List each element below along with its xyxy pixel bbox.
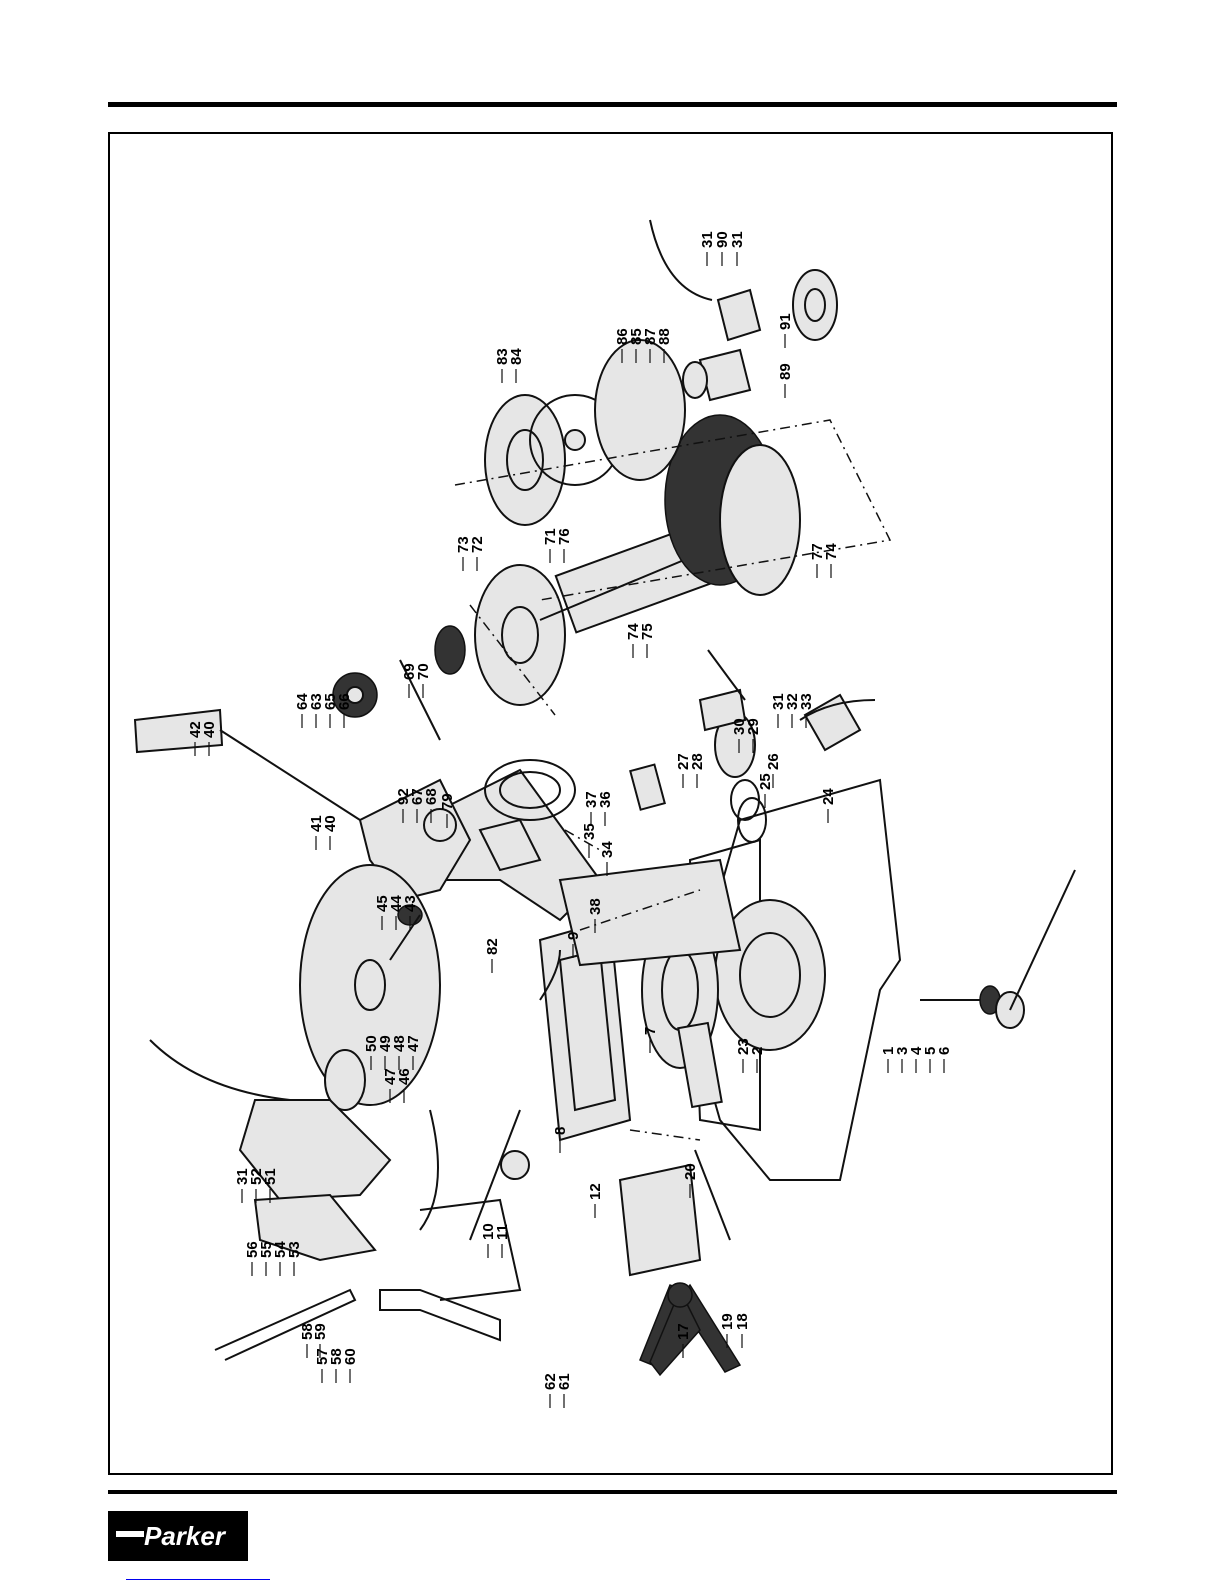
logo-text: Parker: [144, 1521, 227, 1551]
part-number-label: 88: [656, 328, 673, 345]
part-number-label: 29: [745, 718, 762, 735]
part-number-label: 68: [423, 788, 440, 805]
part-number-label: 7: [642, 1027, 659, 1035]
part-number-label: 74: [823, 543, 840, 560]
part-number-label: 60: [342, 1348, 359, 1365]
part-number-label: 38: [587, 898, 604, 915]
part-number-label: 66: [336, 693, 353, 710]
coolant-pump: [700, 690, 766, 842]
handle: [135, 710, 360, 820]
part-number-label: 40: [322, 815, 339, 832]
motor-end-cover: [475, 565, 565, 705]
bearing-right: [793, 270, 837, 340]
part-number-label: 6: [936, 1047, 953, 1055]
part-number-label: 91: [777, 313, 794, 330]
part-number-label: 33: [798, 693, 815, 710]
part-number-label: 2: [749, 1047, 766, 1055]
part-number-label: 76: [556, 528, 573, 545]
part-number-label: 35: [581, 823, 598, 840]
part-number-label: 11: [494, 1224, 511, 1240]
part-number-label: 26: [765, 753, 782, 770]
part-number-label: 89: [777, 363, 794, 380]
part-number-label: 20: [682, 1163, 699, 1180]
plug: [718, 290, 760, 340]
stop-bracket: [380, 1290, 500, 1340]
part-number-label: 72: [469, 536, 486, 553]
part-number-label: 34: [599, 841, 616, 858]
saw-blade: [300, 865, 440, 1105]
part-number-label: 12: [587, 1183, 604, 1200]
part-number-label: 9: [565, 932, 582, 940]
part-number-label: 79: [439, 793, 456, 810]
part-number-label: 61: [556, 1373, 573, 1390]
part-number-label: 70: [415, 663, 432, 680]
footer-link-underline[interactable]: [126, 1579, 270, 1580]
part-number-label: 59: [312, 1323, 329, 1340]
part-number-label: 46: [396, 1068, 413, 1085]
lead-screw: [695, 1150, 730, 1240]
part-number-label: 25: [757, 773, 774, 790]
part-number-label: 53: [286, 1241, 303, 1258]
part-number-label: 84: [508, 348, 525, 365]
part-number-label: 75: [639, 623, 656, 640]
bearing-left: [435, 626, 465, 674]
coolant-hose-left: [150, 1040, 290, 1100]
part-number-label: 18: [734, 1313, 751, 1330]
part-number-label: 82: [484, 938, 501, 955]
part-number-label: 43: [402, 895, 419, 912]
part-number-label: 31: [729, 231, 746, 248]
vise-block: [620, 1165, 700, 1275]
base-casting: [690, 780, 900, 1180]
part-number-label: 51: [262, 1168, 279, 1185]
part-number-label: 47: [405, 1035, 422, 1052]
part-number-label: 17: [675, 1323, 692, 1340]
part-number-label: 36: [597, 791, 614, 808]
terminal-box: [683, 350, 750, 400]
assembly-line-screw: [630, 1130, 700, 1140]
part-number-label: 8: [552, 1127, 569, 1135]
part-number-label: 24: [820, 788, 837, 805]
part-number-label: 28: [689, 753, 706, 770]
parker-logo: Parker: [108, 1511, 248, 1561]
detail-arc-lever: [420, 1110, 438, 1230]
part-number-label: 40: [201, 721, 218, 738]
clamp-bolt: [920, 870, 1075, 1028]
fan-housing: [485, 395, 565, 525]
